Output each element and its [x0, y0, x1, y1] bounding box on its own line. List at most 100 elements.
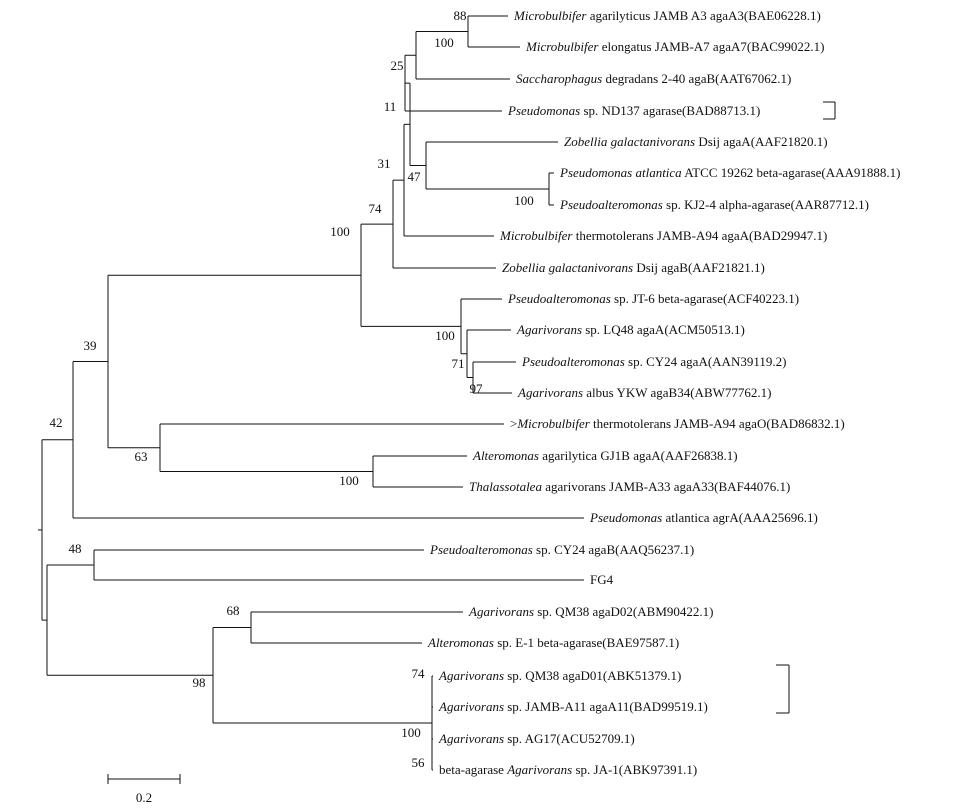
bootstrap-value: 42	[50, 415, 63, 430]
tip-label: beta-agarase Agarivorans sp. JA-1(ABK973…	[439, 762, 697, 777]
tip-label: Agarivorans sp. QM38 agaD02(ABM90422.1)	[468, 604, 713, 619]
tip-genus: Pseudomonas	[507, 103, 580, 118]
tip-label: Pseudomonas atlantica ATCC 19262 beta-ag…	[559, 165, 900, 180]
tip-genus: Microbulbifer	[499, 228, 573, 243]
bootstrap-value: 98	[193, 675, 206, 690]
bootstrap-value: 31	[378, 156, 391, 171]
tip-genus: Saccharophagus	[516, 71, 602, 86]
tip-descriptor: albus YKW agaB34(ABW77762.1)	[583, 385, 771, 400]
tip-descriptor: atlantica agrA(AAA25696.1)	[662, 510, 818, 525]
tip-descriptor: elongatus JAMB-A7 agaA7(BAC99022.1)	[598, 39, 824, 54]
bootstrap-value: 74	[369, 201, 383, 216]
bootstrap-value: 74	[412, 666, 426, 681]
tip-label: Agarivorans sp. LQ48 agaA(ACM50513.1)	[516, 322, 745, 337]
tip-genus: Agarivorans	[438, 731, 504, 746]
tip-descriptor: agarivorans JAMB-A33 agaA33(BAF44076.1)	[542, 479, 790, 494]
tip-descriptor: sp. E-1 beta-agarase(BAE97587.1)	[494, 635, 679, 650]
tip-descriptor: agarilytica GJ1B agaA(AAF26838.1)	[539, 448, 738, 463]
bootstrap-value: 25	[391, 58, 404, 73]
tip-genus: Microbulbifer	[525, 39, 599, 54]
bootstrap-value: 100	[401, 725, 421, 740]
tip-descriptor: sp. ND137 agarase(BAD88713.1)	[580, 103, 760, 118]
tip-descriptor: sp. JA-1(ABK97391.1)	[572, 762, 697, 777]
tip-genus: Agarivorans	[468, 604, 534, 619]
tip-descriptor: thermotolerans JAMB-A94 agaO(BAD86832.1)	[590, 416, 845, 431]
tip-genus: Agarivorans	[517, 385, 583, 400]
bootstrap-value: 100	[435, 328, 455, 343]
tree-branches	[38, 15, 836, 771]
tip-label: Zobellia galactanivorans Dsij agaA(AAF21…	[564, 134, 828, 149]
tip-descriptor: sp. QM38 agaD01(ABK51379.1)	[504, 668, 681, 683]
tip-label: Microbulbifer agarilyticus JAMB A3 agaA3…	[513, 8, 821, 23]
tip-genus: Agarivorans	[438, 668, 504, 683]
tip-genus: Pseudomonas	[589, 510, 662, 525]
tip-genus: Alteromonas	[427, 635, 494, 650]
scale-bar-label: 0.2	[136, 790, 152, 805]
tip-genus: Microbulbifer	[516, 416, 590, 431]
tip-descriptor: sp. LQ48 agaA(ACM50513.1)	[582, 322, 745, 337]
tip-label: Saccharophagus degradans 2-40 agaB(AAT67…	[516, 71, 791, 86]
bootstrap-value: 68	[227, 603, 240, 618]
bootstrap-value: 47	[408, 169, 422, 184]
tip-descriptor: degradans 2-40 agaB(AAT67062.1)	[602, 71, 791, 86]
bootstrap-value: 97	[470, 381, 484, 396]
bootstrap-value: 48	[69, 541, 82, 556]
bootstrap-value: 100	[514, 193, 534, 208]
tip-genus: Agarivorans	[516, 322, 582, 337]
tip-label: Pseudoalteromonas sp. CY24 agaA(AAN39119…	[521, 354, 786, 369]
bootstrap-value: 100	[339, 473, 359, 488]
bootstrap-value: 88	[454, 8, 467, 23]
bootstrap-value: 39	[84, 338, 97, 353]
tip-descriptor: sp. JAMB-A11 agaA11(BAD99519.1)	[504, 699, 708, 714]
tip-label: >Microbulbifer thermotolerans JAMB-A94 a…	[510, 416, 845, 431]
tip-label: Pseudoalteromonas sp. CY24 agaB(AAQ56237…	[429, 542, 694, 557]
bootstrap-values: 8810025113147100741001007197394263100486…	[50, 8, 534, 770]
tip-label: Microbulbifer thermotolerans JAMB-A94 ag…	[499, 228, 827, 243]
tip-descriptor: Dsij agaB(AAF21821.1)	[633, 260, 765, 275]
tip-label: Pseudoalteromonas sp. JT-6 beta-agarase(…	[507, 291, 799, 306]
tip-genus: Alteromonas	[472, 448, 539, 463]
tip-descriptor: agarilyticus JAMB A3 agaA3(BAE06228.1)	[586, 8, 820, 23]
tip-descriptor: FG4	[590, 572, 614, 587]
tip-prefix: beta-agarase	[439, 762, 507, 777]
bootstrap-value: 100	[330, 224, 350, 239]
tip-genus: Pseudoalteromonas	[559, 197, 663, 212]
tip-genus: Pseudoalteromonas	[507, 291, 611, 306]
tip-descriptor: Dsij agaA(AAF21820.1)	[695, 134, 828, 149]
tip-genus: Agarivorans	[506, 762, 572, 777]
tip-genus: Agarivorans	[438, 699, 504, 714]
tip-descriptor: sp. CY24 agaA(AAN39119.2)	[625, 354, 787, 369]
tip-descriptor: sp. QM38 agaD02(ABM90422.1)	[534, 604, 713, 619]
tip-label: Microbulbifer elongatus JAMB-A7 agaA7(BA…	[525, 39, 825, 54]
bootstrap-value: 71	[452, 356, 465, 371]
tip-label: Alteromonas agarilytica GJ1B agaA(AAF268…	[472, 448, 738, 463]
tip-genus: Pseudomonas atlantica	[559, 165, 682, 180]
tip-label: Alteromonas sp. E-1 beta-agarase(BAE9758…	[427, 635, 679, 650]
tip-label: Zobellia galactanivorans Dsij agaB(AAF21…	[502, 260, 765, 275]
tip-descriptor: thermotolerans JAMB-A94 agaA(BAD29947.1)	[572, 228, 827, 243]
tip-label: Agarivorans sp. AG17(ACU52709.1)	[438, 731, 635, 746]
tip-genus: Pseudoalteromonas	[429, 542, 533, 557]
bootstrap-value: 100	[434, 35, 454, 50]
bootstrap-value: 63	[135, 449, 148, 464]
tip-genus: Thalassotalea	[469, 479, 542, 494]
tip-genus: Microbulbifer	[513, 8, 587, 23]
tip-prefix: >	[510, 416, 517, 431]
tip-descriptor: ATCC 19262 beta-agarase(AAA91888.1)	[682, 165, 901, 180]
tip-label: Agarivorans sp. QM38 agaD01(ABK51379.1)	[438, 668, 681, 683]
tip-label: Pseudomonas atlantica agrA(AAA25696.1)	[589, 510, 818, 525]
tip-label: Pseudomonas sp. ND137 agarase(BAD88713.1…	[507, 103, 760, 118]
tip-label: FG4	[590, 572, 614, 587]
tip-label: Pseudoalteromonas sp. KJ2-4 alpha-agaras…	[559, 197, 869, 212]
tip-descriptor: sp. AG17(ACU52709.1)	[504, 731, 635, 746]
bootstrap-value: 11	[384, 99, 397, 114]
bootstrap-value: 56	[412, 755, 426, 770]
tip-genus: Zobellia galactanivorans	[564, 134, 695, 149]
tip-label: Agarivorans sp. JAMB-A11 agaA11(BAD99519…	[438, 699, 708, 714]
tip-genus: Pseudoalteromonas	[521, 354, 625, 369]
scale-bar: 0.2	[107, 774, 181, 805]
tip-descriptor: sp. CY24 agaB(AAQ56237.1)	[533, 542, 694, 557]
tip-descriptor: sp. KJ2-4 alpha-agarase(AAR87712.1)	[663, 197, 869, 212]
tip-label: Thalassotalea agarivorans JAMB-A33 agaA3…	[469, 479, 790, 494]
